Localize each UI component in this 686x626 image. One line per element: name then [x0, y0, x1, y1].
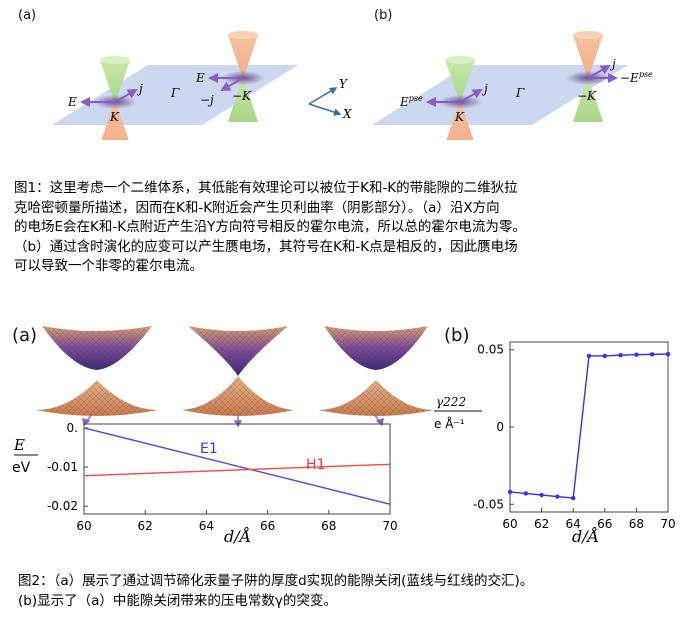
- label-j-b-right: j: [609, 57, 616, 71]
- fig2-caption: 图2：（a）展示了通过调节碲化汞量子阱的厚度d实现的能隙关闭(蓝线与红线的交汇)…: [18, 572, 533, 611]
- fig1-panel-b-label: (b): [374, 8, 393, 23]
- label-minus-j-a: −j: [200, 93, 214, 107]
- chart-b-point: [618, 352, 623, 358]
- chart-a-xtick-label: 68: [321, 519, 336, 533]
- chart-a-xtick-label: 64: [199, 519, 214, 533]
- caption-line: 图1：这里考虑一个二维体系，其低能有效理论可以被位于K和-K的带能隙的二维狄拉: [14, 180, 518, 196]
- chart-b-point: [523, 491, 528, 496]
- band-surface-gapped-right: [318, 326, 434, 416]
- fig1-panel-a-label: (a): [18, 8, 37, 23]
- caption-line: （b）通过含时演化的应变可以产生赝电场，其符号在K和-K点是相反的，因此赝电场: [14, 238, 518, 255]
- caption-line: 克哈密顿量所描述，因而在K和-K附近会产生贝利曲率（阴影部分）。（a）沿X方向: [14, 199, 500, 216]
- chart-b-ticks: 60 62 64 66 68 70 0.05 0 -0.05: [473, 343, 676, 531]
- label-j-a-left: j: [136, 82, 143, 96]
- chart-a-series-label-H1: H1: [306, 457, 325, 473]
- label-K-a: K: [109, 110, 120, 124]
- chart-a-lines: [83, 427, 391, 505]
- chart-b-point: [650, 352, 655, 357]
- chart-b-point: [602, 353, 607, 359]
- band-surface-gapped-left: [36, 326, 158, 416]
- chart-b-series-line: [509, 353, 669, 499]
- chart-a-series-label-E1: E1: [200, 441, 218, 457]
- chart-a-ytick-label: -0.01: [47, 460, 78, 474]
- chart-b-ytick-label: 0.05: [477, 343, 504, 357]
- caption-line: (b)显示了（a）中能隙关闭带来的压电常数γ的突变。: [18, 592, 337, 609]
- chart-b-point: [634, 352, 639, 357]
- label-E-a-right: E: [195, 71, 205, 85]
- chart-b-xtick-label: 62: [534, 517, 549, 531]
- label-j-b-left: j: [481, 82, 488, 96]
- chart-a-xtick-label: 60: [76, 519, 91, 533]
- caption-line: 图2：（a）展示了通过调节碲化汞量子阱的厚度d实现的能隙关闭(蓝线与红线的交汇)…: [18, 573, 534, 589]
- fig2-chart-b: 60 62 64 66 68 70 0.05 0 -0.05 γ222 e Å⁻¹ d/Å: [434, 341, 676, 546]
- chart-b-point: [571, 495, 576, 501]
- chart-a-series-E1: [83, 427, 391, 505]
- chart-a-series-H1: [83, 463, 391, 477]
- chart-b-frame: [509, 341, 669, 513]
- chart-a-xtick-label: 70: [382, 519, 397, 533]
- fig2-panel-a-label: (a): [12, 325, 38, 346]
- label-gamma-a: Γ: [170, 86, 180, 100]
- fig1-caption: 图1：这里考虑一个二维体系，其低能有效理论可以被位于K和-K的带能隙的二维狄拉 …: [14, 179, 526, 277]
- label-minus-K-b: −K: [577, 89, 597, 103]
- chart-b-ylabel-top: γ222: [436, 395, 466, 409]
- dirac-cone-a-K: [93, 56, 137, 140]
- plane-b: [372, 65, 628, 125]
- axis-X-label: X: [342, 107, 352, 121]
- chart-b-ylabel-bottom: e Å⁻¹: [434, 416, 465, 431]
- chart-b-point: [555, 494, 560, 499]
- chart-b-xlabel: d/Å: [572, 526, 599, 546]
- chart-a-frame: [83, 423, 391, 515]
- chart-a-ytick-label: -0.02: [47, 499, 78, 513]
- chart-b-ytick-label: -0.05: [473, 497, 504, 511]
- band-surface-closed-middle: [182, 326, 294, 416]
- chart-b-xtick-label: 68: [629, 517, 644, 531]
- chart-b-lines: [507, 351, 671, 501]
- chart-b-ytick-label: 0: [496, 420, 504, 434]
- axis-Y-label: Y: [339, 77, 348, 91]
- chart-b-xtick-label: 66: [597, 517, 612, 531]
- chart-a-ylabel-top: E: [13, 436, 25, 454]
- chart-b-xtick-label: 64: [566, 517, 581, 531]
- caption-line: 可以导致一个非零的霍尔电流。: [14, 258, 203, 274]
- chart-b-point: [539, 492, 544, 498]
- chart-a-xtick-label: 62: [138, 519, 153, 533]
- fig2-chart-a: 60 62 64 66 68 70 0. -0.01 -0.02 E1 H1 E eV d/Å: [12, 421, 398, 545]
- fig1-diagram: E j K E −j −K Γ Y X Epse j K j −Epse −K …: [52, 31, 653, 140]
- chart-b-point: [665, 351, 671, 357]
- chart-b-point: [586, 353, 592, 359]
- label-minus-Epse-b: −Epse: [620, 70, 653, 85]
- label-K-b: K: [454, 110, 465, 124]
- fig2-band-surfaces: [36, 326, 434, 428]
- chart-a-ticks: 60 62 64 66 68 70 0. -0.01 -0.02: [47, 421, 398, 533]
- chart-a-ytick-label: 0.: [67, 421, 78, 435]
- chart-a-ylabel-bottom: eV: [12, 460, 31, 476]
- label-Epse-b-left: Epse: [399, 94, 423, 109]
- chart-b-point: [507, 489, 513, 495]
- chart-b-xtick-label: 60: [502, 517, 517, 531]
- caption-line: 的电场E会在K和-K点附近产生沿Y方向符号相反的霍尔电流，所以总的霍尔电流为零。: [14, 219, 526, 235]
- chart-a-xlabel: d/Å: [224, 526, 251, 545]
- dirac-cone-b-minusK: [566, 31, 610, 122]
- chart-b-xtick-label: 70: [660, 517, 675, 531]
- label-E-a-left: E: [67, 95, 77, 109]
- chart-a-xtick-label: 66: [260, 519, 275, 533]
- label-minus-K-a: −K: [232, 89, 252, 103]
- label-gamma-b: Γ: [515, 86, 525, 100]
- fig2-panel-b-label: (b): [444, 325, 470, 346]
